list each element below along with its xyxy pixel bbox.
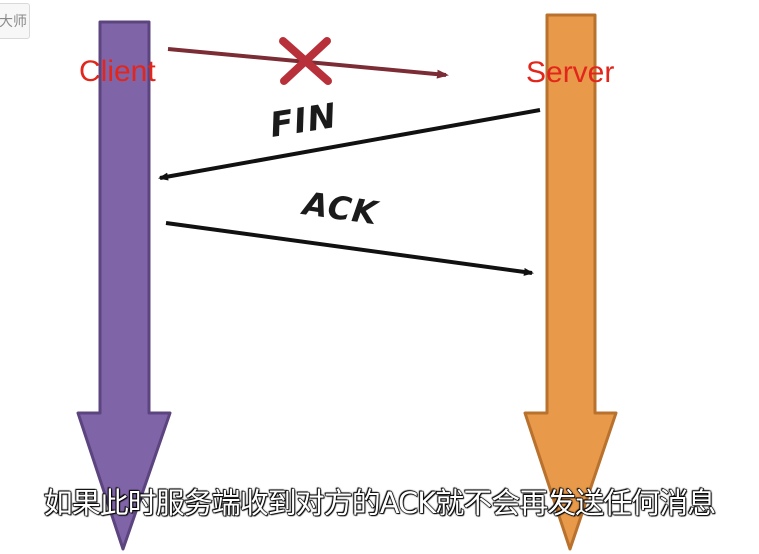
client-label: Client (79, 55, 156, 88)
ack-message-arrow (165, 221, 534, 276)
fin-label: FIN (267, 96, 340, 146)
server-lifeline-arrow (523, 13, 618, 551)
video-subtitle: 如果此时服务端收到对方的ACK就不会再发送任何消息 (43, 485, 717, 520)
ack-label: ACK (298, 184, 382, 233)
server-label: Server (526, 56, 614, 89)
client-lifeline-arrow (76, 20, 172, 551)
corner-badge: 大师 (0, 3, 30, 39)
fin-message-arrow (158, 108, 541, 181)
lost-cross-icon (279, 37, 332, 85)
